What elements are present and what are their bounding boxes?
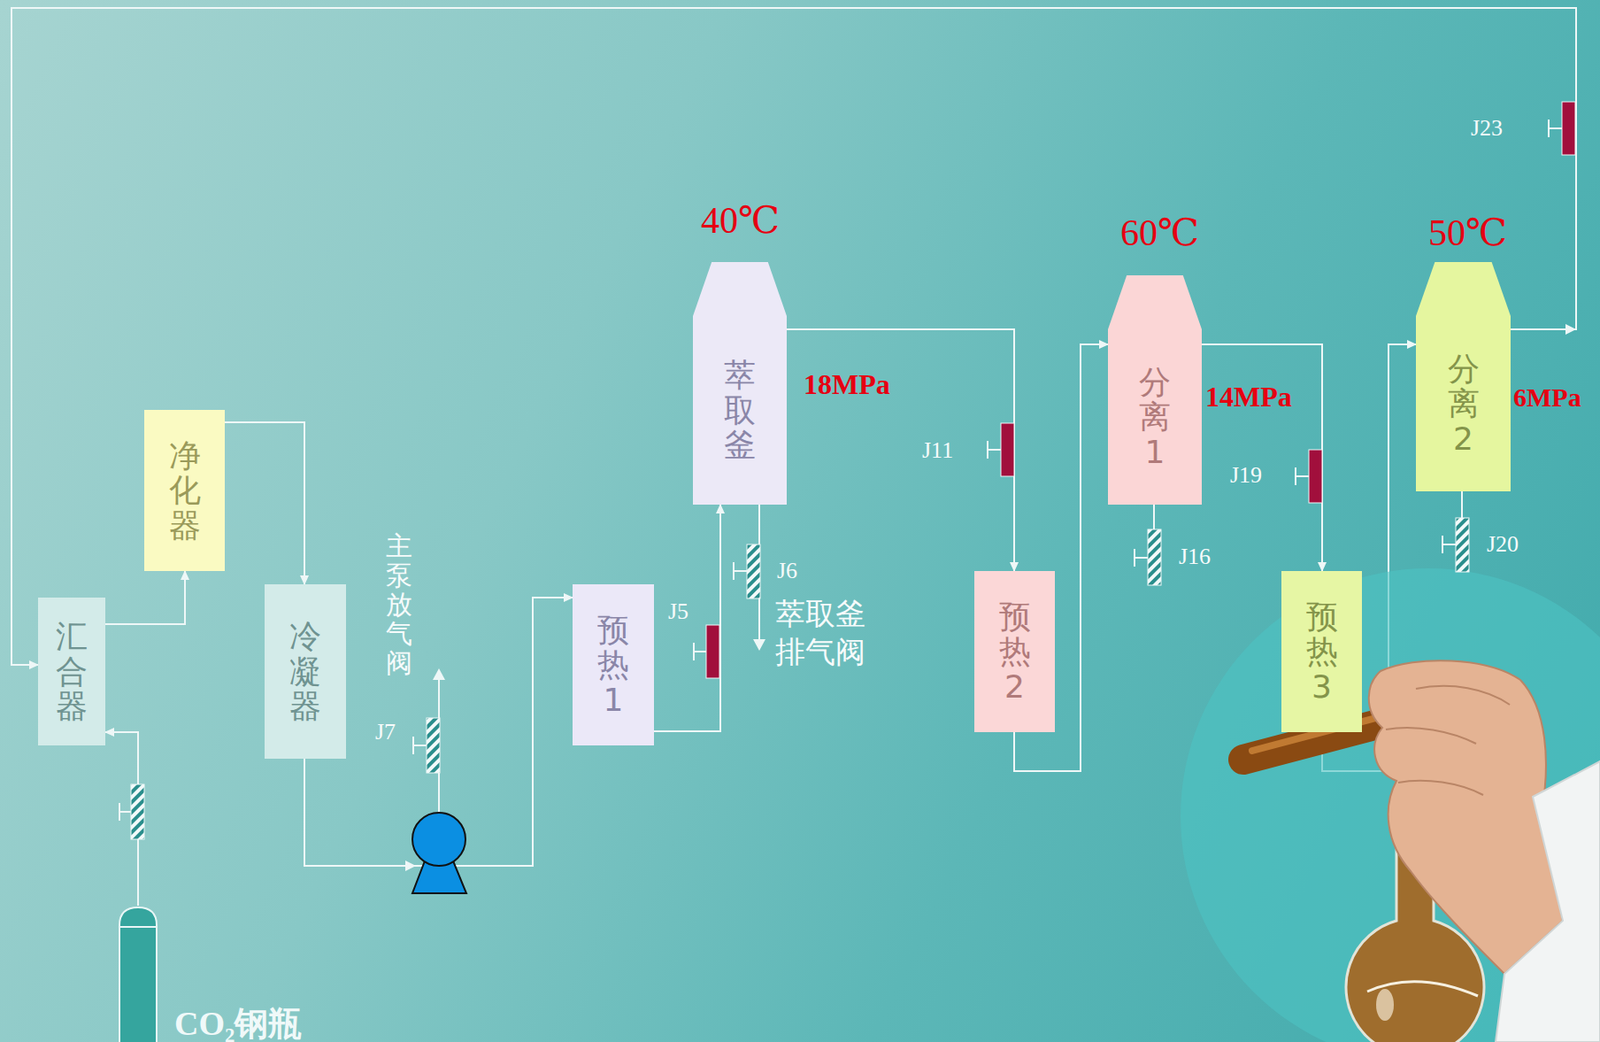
temperature-label: 40℃	[700, 198, 780, 242]
valve-handle	[1295, 467, 1309, 485]
cylinder-outline	[117, 905, 159, 1042]
valve-label: J5	[668, 598, 689, 625]
preheater-box: 预热2	[974, 570, 1055, 732]
separator-vessel: 分离1	[1107, 275, 1202, 505]
equipment-name: 净化器	[169, 438, 201, 544]
temperature-label: 60℃	[1120, 210, 1200, 254]
valve-handle	[1134, 548, 1148, 567]
valve-symbol	[733, 544, 761, 599]
condenser-box: 冷凝器	[264, 584, 347, 759]
finger-lines	[1385, 685, 1510, 795]
valve-body	[1561, 101, 1576, 155]
equipment-name: 预热2	[999, 599, 1031, 705]
valve-body	[706, 624, 720, 678]
vent-arrow	[753, 638, 766, 651]
valve-symbol	[1548, 101, 1576, 155]
valve-label: J16	[1178, 543, 1211, 570]
purifier-box: 净化器	[144, 409, 225, 571]
equipment-name: 汇合器	[55, 618, 88, 724]
valve-label: J19	[1230, 461, 1262, 489]
highlight-disc	[1180, 568, 1600, 1042]
valve-handle	[1548, 119, 1562, 138]
vessel-body	[1107, 275, 1202, 505]
valve-symbol	[413, 717, 440, 773]
equipment-name: 萃取釜	[723, 357, 756, 463]
pressure-label: 18MPa	[803, 368, 891, 401]
pressure-label: 14MPa	[1205, 380, 1293, 414]
valve-symbol	[1295, 449, 1323, 503]
pump-symbol	[405, 812, 467, 893]
equipment-name: 预热1	[597, 612, 630, 718]
valve-body	[1000, 423, 1015, 477]
flow-arrow	[405, 860, 416, 871]
flow-connector	[105, 570, 185, 624]
valve-symbol	[693, 624, 720, 678]
equipment-name: 预热3	[1306, 599, 1339, 705]
flow-connector	[1201, 344, 1323, 571]
valve-body	[130, 784, 145, 839]
equipment-name: 冷凝器	[289, 618, 322, 724]
valve-symbol	[119, 784, 145, 839]
vessel-body	[692, 261, 787, 505]
equipment-name: 分离2	[1447, 351, 1480, 457]
valve-body	[426, 717, 440, 773]
valve-label: J23	[1470, 115, 1503, 142]
preheater-box: 预热1	[572, 584, 654, 746]
valve-handle	[1442, 535, 1456, 554]
pressure-label: 6MPa	[1513, 382, 1582, 413]
pump-body	[412, 812, 466, 866]
vessel-body	[1415, 261, 1511, 492]
valve-name: 主泵放气阀	[385, 530, 413, 677]
valve-symbol	[1134, 529, 1162, 585]
flow-connector	[786, 329, 1015, 571]
valve-body	[1147, 529, 1162, 585]
valve-symbol	[987, 423, 1015, 477]
vent-arrow	[432, 668, 446, 680]
valve-label: J6	[776, 557, 798, 585]
gas-cylinder: CO₂钢瓶	[117, 905, 159, 1042]
valve-handle	[733, 561, 747, 580]
flask-glint	[1376, 988, 1394, 1021]
cylinder-label: CO₂钢瓶	[174, 1000, 302, 1042]
preheater-box: 预热3	[1281, 570, 1362, 732]
valve-body	[1308, 449, 1323, 503]
valve-handle	[119, 802, 131, 821]
temperature-label: 50℃	[1428, 210, 1508, 254]
equipment-name: 分离1	[1138, 364, 1171, 470]
valve-body	[746, 544, 761, 599]
cylinder-body	[119, 907, 157, 1042]
hand	[1369, 660, 1563, 974]
valve-label: J11	[922, 437, 954, 464]
valve-label: J20	[1486, 530, 1519, 558]
sleeve	[1495, 761, 1600, 1042]
cylinder-band	[119, 925, 157, 928]
valve-name: 萃取釜 排气阀	[775, 594, 875, 670]
extraction-vessel: 萃取釜	[692, 261, 787, 505]
valve-handle	[693, 642, 707, 661]
flow-arrow	[1565, 323, 1577, 335]
valve-handle	[413, 736, 427, 754]
flow-connector	[11, 7, 1577, 665]
mixer-box: 汇合器	[38, 597, 106, 746]
valve-label: J7	[375, 718, 396, 746]
valve-handle	[987, 440, 1001, 459]
separator-vessel: 分离2	[1415, 261, 1511, 492]
flow-connector	[653, 504, 721, 731]
flow-connector	[224, 422, 305, 585]
valve-symbol	[1442, 517, 1470, 572]
hand-illustration	[1369, 660, 1600, 1042]
valve-body	[1455, 517, 1470, 572]
